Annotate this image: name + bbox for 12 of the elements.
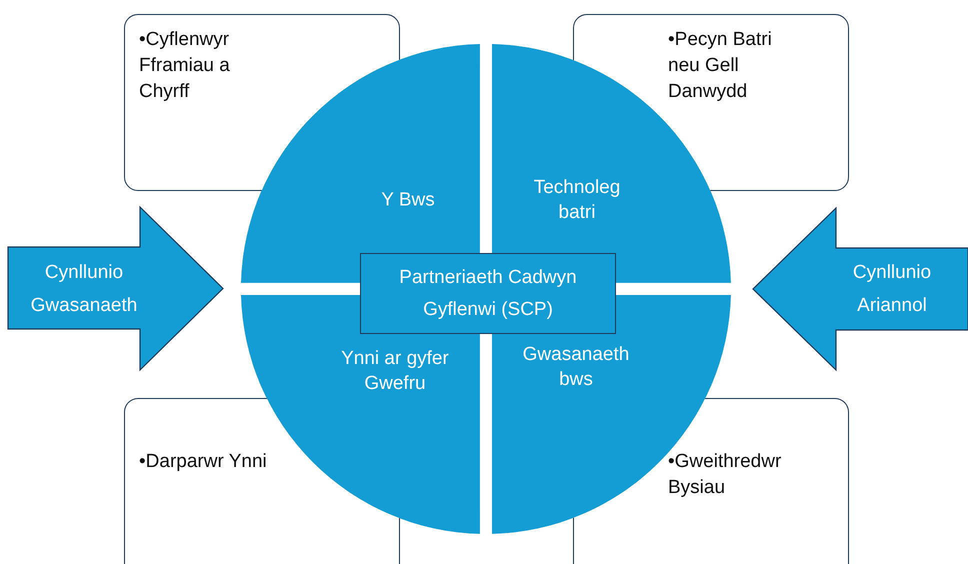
quadrant-label: Technoleg batri	[532, 176, 622, 225]
quadrant-label: Gwasanaeth bws	[522, 343, 630, 392]
bullet-text: •Cyflenwyr Fframiau a Chyrff	[139, 28, 231, 104]
quadrant-label: Y Bws	[380, 188, 436, 212]
arrow-label: Cynllunio Ariannol	[852, 261, 932, 318]
quadrant-label: Ynni ar gyfer Gwefru	[340, 347, 450, 396]
arrow-label: Cynllunio Gwasanaeth	[30, 260, 138, 318]
bullet-text: •Pecyn Batri neu Gell Danwydd	[668, 28, 773, 104]
center-label: Partneriaeth Cadwyn Gyflenwi (SCP)	[398, 266, 578, 322]
bullet-text: •Gweithredwr Bysiau	[668, 450, 782, 500]
bullet-text: •Darparwr Ynni	[139, 450, 268, 474]
center-box	[360, 253, 616, 334]
